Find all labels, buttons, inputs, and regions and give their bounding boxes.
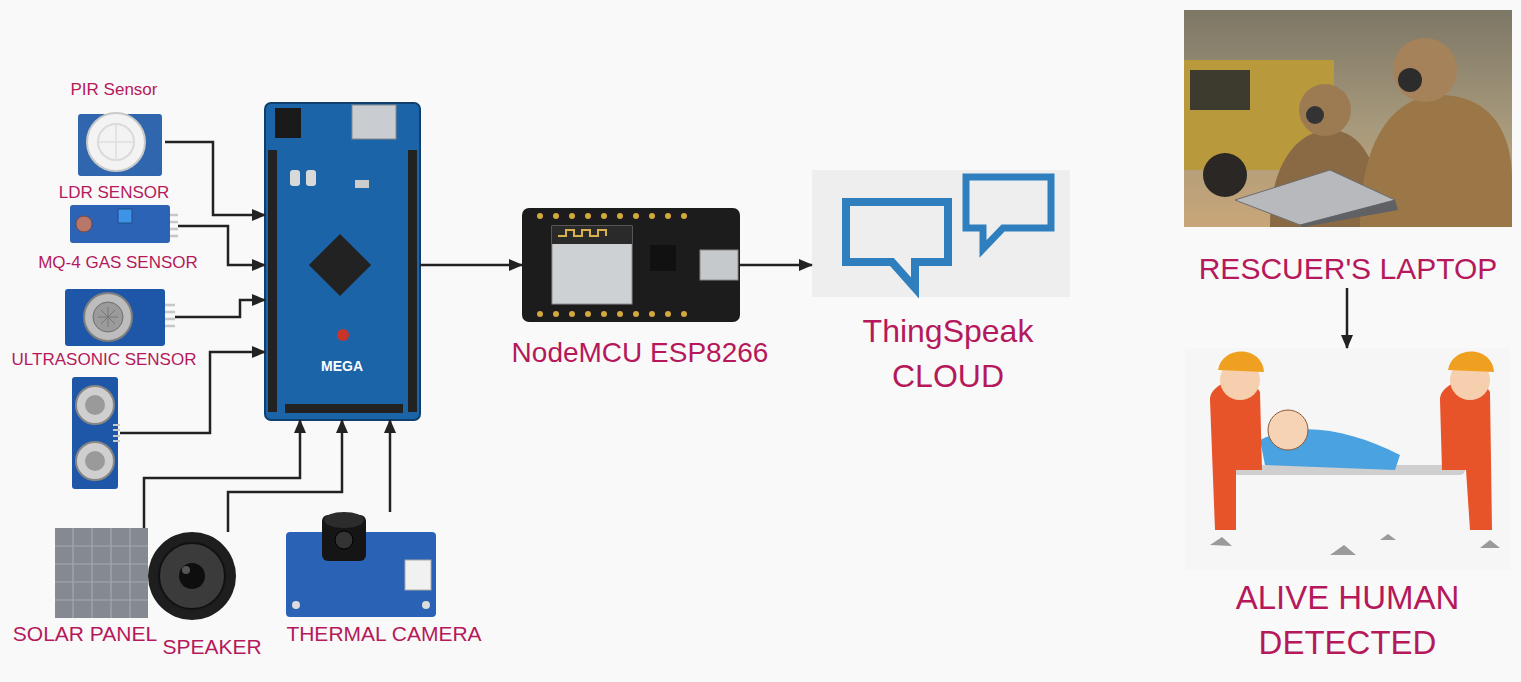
node-label: ThingSpeak CLOUD [833,309,1063,399]
thingspeak-cloud: ThingSpeak CLOUD [812,170,1070,297]
solar-panel-picture [55,528,148,618]
thermal-camera-picture [286,512,436,617]
node-label: MEGA [321,358,363,374]
arrow-connector [175,300,265,317]
arrow-connector [1346,288,1349,348]
nodemcu-picture [522,208,740,322]
gas-sensor-picture [65,289,175,346]
alive-human: ALIVE HUMAN DETECTED [1185,348,1510,665]
arrow-connector [144,420,300,528]
ultrasonic-sensor: ULTRASONIC SENSOR [72,376,120,490]
pir-sensor: PIR Sensor [72,112,165,178]
arrow-connector [740,264,812,267]
node-label: MQ-4 GAS SENSOR [38,253,198,273]
arrow-connector [228,420,342,532]
node-label: RESCUER'S LAPTOP [1184,249,1512,288]
arrow-connector [389,420,392,512]
arrow-connector [165,142,265,215]
gas-sensor: MQ-4 GAS SENSOR [65,288,175,346]
arduino-mega: MEGA [265,103,420,420]
thermal-camera: THERMAL CAMERA [286,512,436,617]
cloud-chat-picture [812,170,1070,297]
node-label: SPEAKER [162,635,261,659]
nodemcu-board: NodeMCU ESP8266 [522,208,740,322]
node-label: SOLAR PANEL [13,622,157,646]
ultrasonic-sensor-picture [72,377,120,489]
node-label: LDR SENSOR [59,183,170,203]
pir-sensor-picture [78,113,162,176]
node-label: ALIVE HUMAN DETECTED [1185,576,1510,665]
speaker: SPEAKER [148,532,236,620]
rescuer-laptop: RESCUER'S LAPTOP [1184,10,1512,288]
rescuer-photo [1184,10,1512,227]
ldr-sensor: LDR SENSOR [70,203,178,245]
node-label: NodeMCU ESP8266 [512,337,769,369]
arduino-mega-picture [265,103,420,420]
node-label: THERMAL CAMERA [286,622,481,646]
node-label: ULTRASONIC SENSOR [12,350,197,370]
solar-panel: SOLAR PANEL [55,528,148,618]
ldr-sensor-picture [70,205,178,243]
arrow-connector [420,264,522,267]
speaker-picture [148,532,236,620]
rescue-illustration [1185,348,1510,570]
node-label: PIR Sensor [71,80,158,100]
